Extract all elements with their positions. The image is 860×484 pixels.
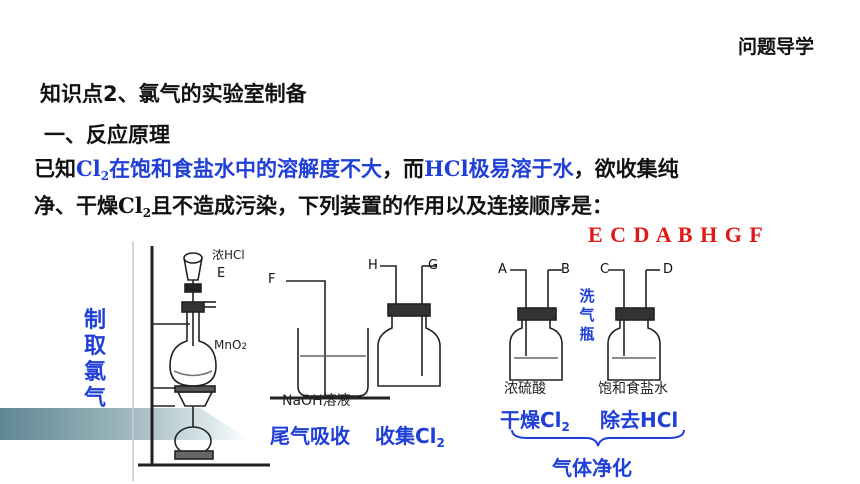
- port-D: D: [663, 262, 674, 277]
- label-prepare-chlorine: 制 取 氯 气: [83, 308, 106, 411]
- label-wash-bottle: 洗 气 瓶: [579, 287, 595, 343]
- label-conc-hcl: 浓HCl: [212, 248, 245, 262]
- port-H: H: [368, 258, 378, 273]
- para-text: ，欲收集纯: [573, 157, 679, 181]
- label-remove-hcl: 除去HCl: [600, 408, 679, 432]
- port-G: G: [428, 258, 439, 273]
- label-naoh: NaOH溶液: [282, 393, 351, 409]
- apparatus-diagram: [132, 241, 661, 481]
- para-highlight: 极易溶于水: [468, 157, 574, 181]
- para-cl: Cl: [76, 156, 101, 181]
- port-C: C: [600, 262, 610, 277]
- label-dry-cl2: 干燥Cl2: [500, 408, 570, 434]
- port-B: B: [561, 262, 570, 277]
- answer-sequence: E C D A B H G F: [588, 222, 764, 247]
- port-A: A: [498, 262, 507, 277]
- para-cl-sub: 2: [100, 169, 110, 183]
- para-text: 且不造成污染，下列装置的作用以及连接顺序是：: [151, 194, 614, 218]
- para-cl: Cl: [118, 193, 143, 218]
- label-gas-purify: 气体净化: [552, 456, 632, 480]
- knowledge-point-title: 知识点2、氯气的实验室制备: [40, 82, 307, 106]
- para-text: 已知: [34, 157, 76, 181]
- brace-bracket: [511, 429, 685, 447]
- label-collect-cl2: 收集Cl2: [375, 424, 445, 450]
- para-highlight: 在饱和食盐水中的溶解度不大: [109, 157, 383, 181]
- port-E: E: [217, 266, 226, 281]
- section-title: 一、反应原理: [44, 123, 170, 147]
- para-cl-sub: 2: [142, 206, 152, 220]
- port-F: F: [268, 272, 276, 287]
- para-text: ，而: [382, 157, 425, 181]
- label-conc-h2so4: 浓硫酸: [504, 381, 546, 397]
- label-sat-nacl: 饱和食盐水: [598, 381, 668, 397]
- para-text: 净、干燥: [34, 194, 118, 218]
- label-mno2: MnO2: [214, 338, 248, 352]
- label-tail-gas: 尾气吸收: [270, 424, 350, 448]
- problem-paragraph: 已知Cl2在饱和食盐水中的溶解度不大，而HCl极易溶于水，欲收集纯 净、干燥Cl…: [34, 154, 824, 228]
- section-header: 问题导学: [737, 36, 814, 58]
- para-hcl: HCl: [424, 156, 469, 181]
